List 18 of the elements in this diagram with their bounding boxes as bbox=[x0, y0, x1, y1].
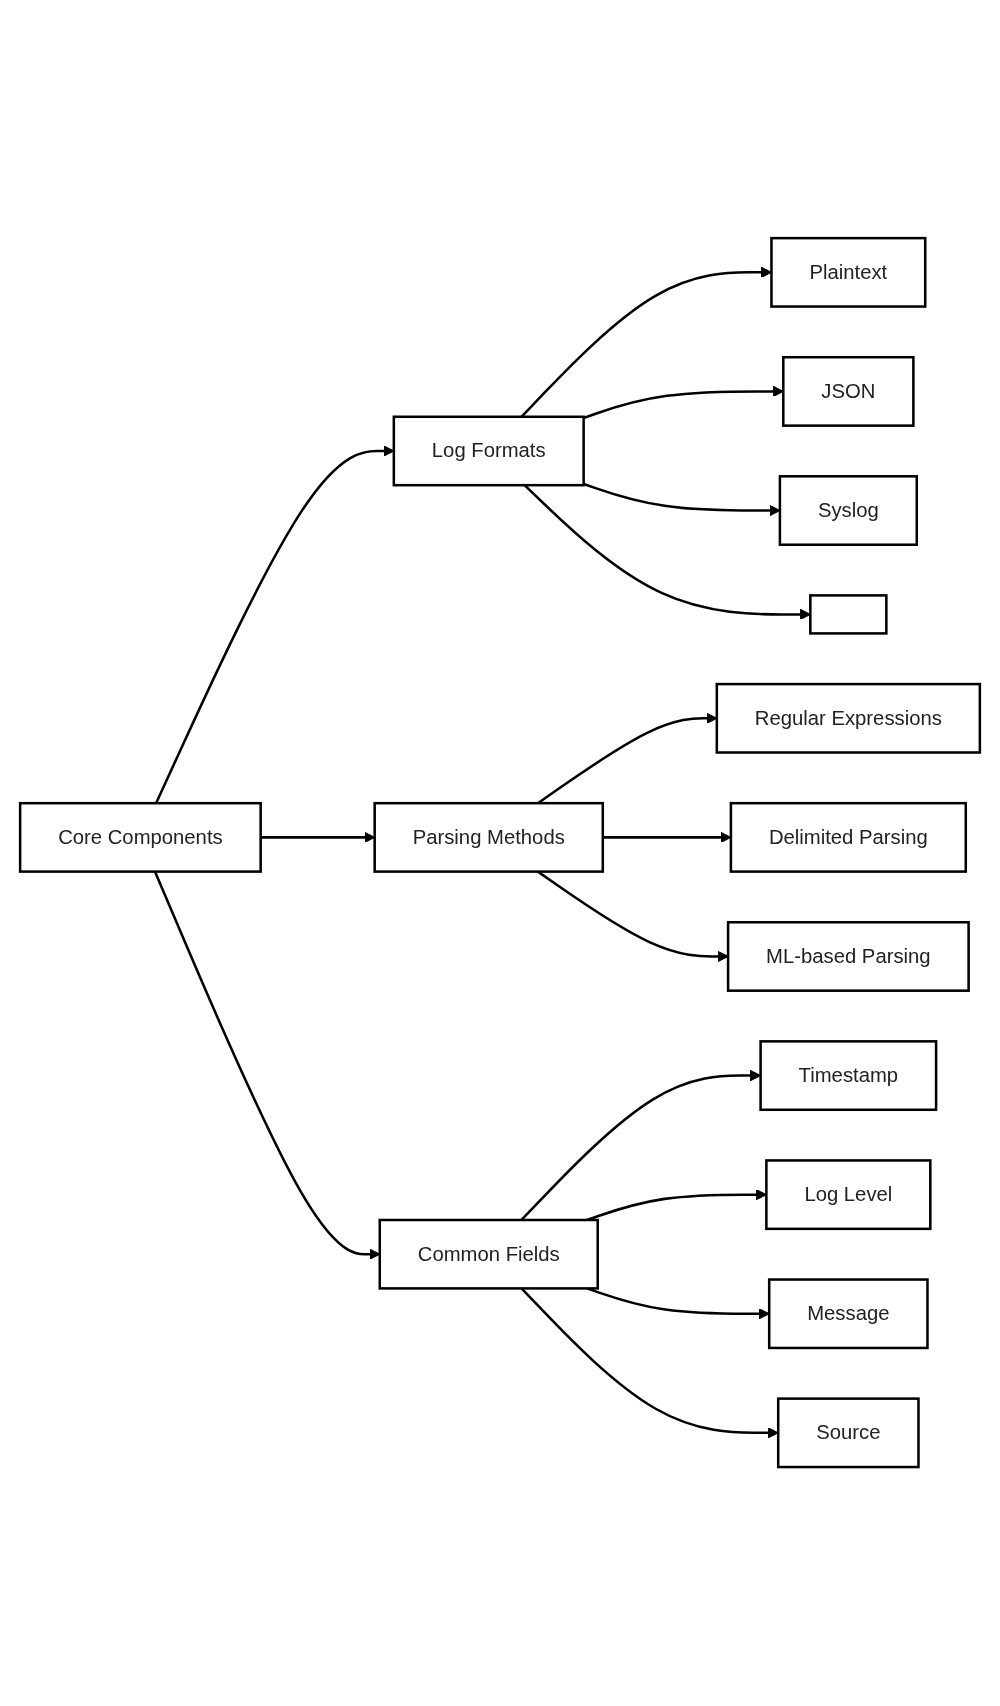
node-box: Common Fields bbox=[378, 1219, 599, 1291]
node-box: Message bbox=[767, 1278, 929, 1350]
node-box: ML-based Parsing bbox=[726, 921, 970, 993]
node-box: Core Components bbox=[18, 802, 262, 874]
node-box: Delimited Parsing bbox=[729, 802, 968, 874]
node-box: Log Level bbox=[765, 1159, 932, 1231]
node-box: Source bbox=[776, 1397, 920, 1469]
node-box: Log Formats bbox=[392, 415, 585, 487]
node-box: Plaintext bbox=[770, 237, 927, 309]
arrow bbox=[583, 386, 784, 420]
node-box bbox=[809, 594, 888, 636]
node-box: Syslog bbox=[778, 475, 919, 547]
node-box: Timestamp bbox=[759, 1040, 938, 1112]
node-box: JSON bbox=[782, 356, 915, 428]
node-box: Regular Expressions bbox=[715, 683, 982, 755]
arrow bbox=[523, 484, 811, 621]
node-box: Parsing Methods bbox=[373, 802, 605, 874]
arrow bbox=[520, 1287, 779, 1439]
